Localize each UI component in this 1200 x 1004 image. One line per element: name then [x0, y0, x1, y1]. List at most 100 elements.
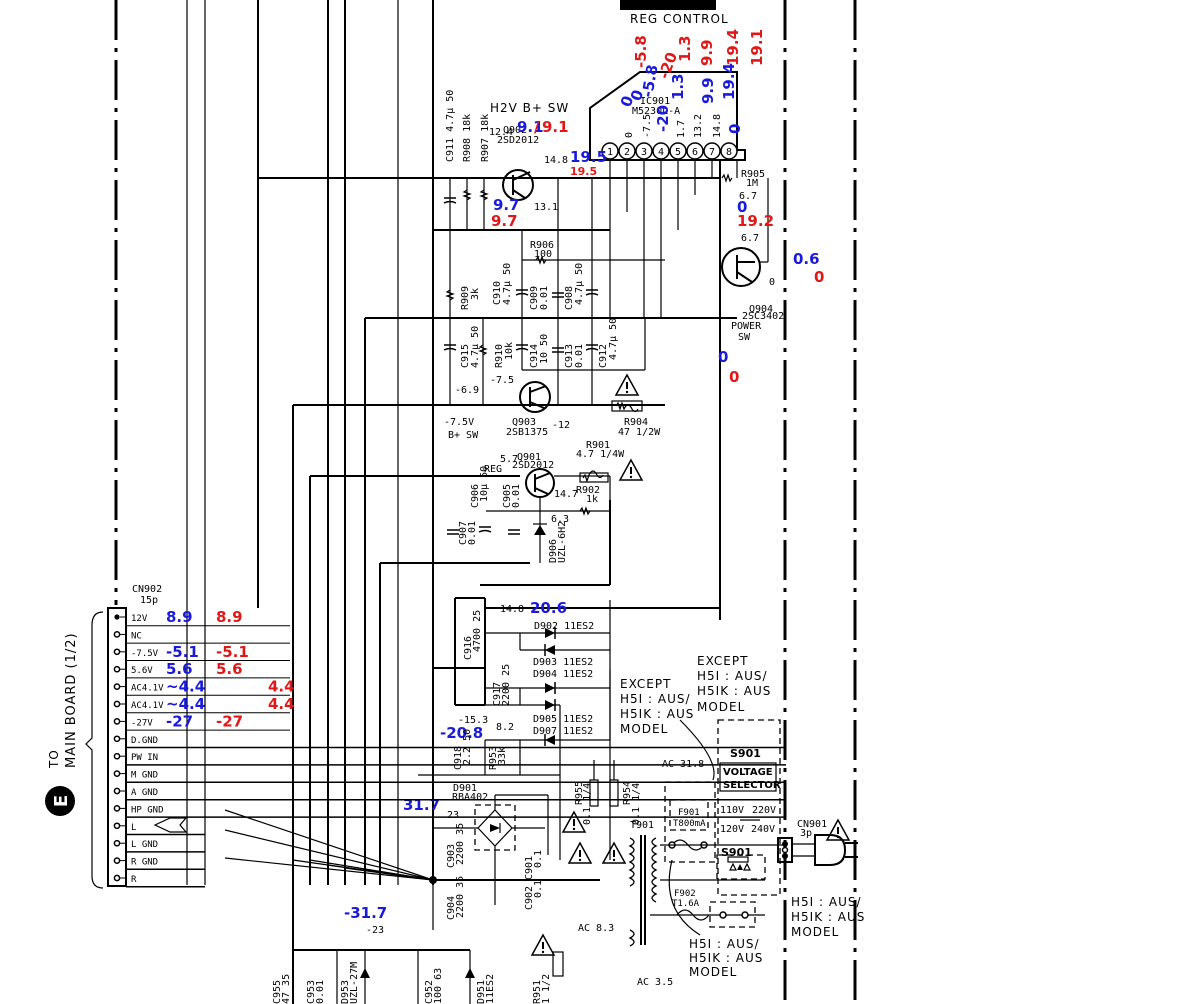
ic-blue-5: 9.9	[699, 77, 717, 104]
svg-text:C904: C904	[446, 896, 457, 920]
svg-text:T800mA: T800mA	[673, 819, 706, 829]
cn902-red-reading: 4.4	[268, 695, 295, 713]
svg-text:R951: R951	[532, 980, 543, 1004]
ic-blue-4: 1.3	[669, 73, 687, 100]
q902-ref: Q902	[503, 125, 527, 136]
cn902-pin-label: R	[131, 875, 137, 885]
ic-pin-number: 3	[641, 147, 647, 158]
svg-text:D904 11ES2: D904 11ES2	[533, 669, 593, 680]
cn902-pin-terminal	[113, 718, 121, 725]
board-badge-circle	[45, 786, 75, 816]
note-except-right: EXCEPT H5I : AUS/ H5IK : AUS MODEL	[697, 654, 771, 714]
cn902-pin-label: M GND	[131, 771, 158, 781]
cn902-pin-label: A GND	[131, 788, 158, 798]
q903-vc: -12	[552, 420, 570, 431]
q901-ref: Q901	[517, 452, 541, 463]
diode-symbol	[545, 627, 556, 639]
cn902-pin-terminal	[113, 683, 121, 690]
r908-label: R908 18k	[462, 114, 473, 162]
q903-ve: -7.5	[490, 375, 514, 386]
node-blue-m20-8: -20.8	[440, 724, 483, 742]
ic-pin5-voltage: 1.7	[676, 120, 687, 138]
ic-header-label: REG CONTROL	[630, 12, 729, 26]
cn902-pin-terminal	[113, 770, 121, 777]
q904-blue1: 0	[737, 198, 747, 216]
q902-blue: 9.1	[517, 118, 544, 136]
cn901: CN901 3p	[777, 819, 858, 866]
svg-text:11ES2: 11ES2	[485, 974, 496, 1004]
c914-label: C914	[529, 344, 540, 368]
diode-symbol	[545, 682, 556, 694]
cn902-blue-reading: -5.1	[166, 643, 199, 661]
svg-text:F902: F902	[674, 889, 696, 899]
q904-ref: Q904	[749, 304, 773, 315]
svg-text:0.1: 0.1	[533, 850, 544, 868]
cn902-pin-label: D.GND	[131, 736, 158, 746]
r906-label: R906	[530, 240, 554, 251]
cn902-pin-terminal	[113, 648, 121, 656]
svg-text:0.01: 0.01	[511, 484, 522, 508]
ic-red-0: -5.8	[632, 35, 650, 68]
svg-text:RBA402: RBA402	[452, 792, 488, 803]
svg-text:R904: R904	[624, 417, 648, 428]
ic-pin	[618, 142, 636, 160]
main-board-label: MAIN BOARD (1/2)	[64, 632, 79, 768]
q902-red-b: 9.7	[491, 212, 518, 230]
cn902-pin-label: HP GND	[131, 805, 164, 815]
note-model-bottom: H5I : AUS/ H5IK : AUS MODEL	[668, 859, 762, 979]
svg-text:4700 25: 4700 25	[472, 610, 483, 652]
ic-pin7-voltage: 14.8	[712, 114, 723, 138]
c912-value: 4.7μ 50	[608, 318, 619, 360]
cn902-row: NC	[113, 631, 290, 644]
q904-label1: POWER	[731, 321, 762, 332]
svg-text:T901: T901	[630, 820, 654, 831]
r901: R901 4.7 1/4W R902 1k	[576, 440, 625, 505]
svg-text:-15.3: -15.3	[458, 715, 488, 726]
svg-text:3p: 3p	[800, 828, 812, 839]
svg-text:0.1 1/4: 0.1 1/4	[631, 783, 642, 825]
c915-label: C915	[460, 344, 471, 368]
cn902-pin-terminal	[113, 805, 121, 812]
c910-label: C910	[492, 281, 503, 305]
svg-text:T1.6A: T1.6A	[672, 899, 700, 909]
q902-v-emitter: 13.1	[534, 202, 558, 213]
q902-block-parts	[449, 178, 665, 405]
cn902-row: -7.5V-5.1-5.1	[113, 643, 290, 661]
svg-text:C903: C903	[446, 844, 457, 868]
ic-pin	[601, 142, 619, 160]
svg-text:H5IK : AUS: H5IK : AUS	[697, 684, 771, 698]
ic-red-2: 1.3	[676, 35, 694, 62]
svg-text:0.1: 0.1	[533, 880, 544, 898]
svg-text:0.01: 0.01	[467, 521, 478, 545]
svg-text:EXCEPT: EXCEPT	[697, 654, 748, 668]
svg-text:D953: D953	[340, 980, 351, 1004]
svg-text:UZL-27M: UZL-27M	[349, 962, 360, 1004]
warning-icon	[530, 933, 556, 956]
ic-pin	[635, 142, 653, 160]
cn902-blue-reading: ~4.4	[166, 695, 205, 713]
svg-text:C916: C916	[463, 636, 474, 660]
to-label: TO	[47, 749, 61, 769]
svg-text:C901: C901	[524, 856, 535, 880]
cn902-pin-terminal	[114, 614, 120, 620]
svg-text:R953: R953	[488, 746, 499, 770]
q904-blue2: 0.6	[793, 250, 820, 268]
svg-text:MODEL: MODEL	[689, 965, 737, 979]
svg-text:C905: C905	[502, 484, 513, 508]
c911-label: C911 4.7μ 50	[445, 90, 456, 162]
svg-text:R954: R954	[622, 781, 633, 805]
capacitors	[443, 197, 599, 535]
svg-text:C952: C952	[424, 980, 435, 1004]
cn902-pin-terminal	[113, 700, 121, 708]
cn902-row: PW IN	[113, 752, 786, 766]
q902-blue-b: 9.7	[493, 196, 520, 214]
resistors	[445, 173, 733, 516]
cn902-red-reading: -27	[216, 712, 243, 730]
bottom-protection: C955 47 35 C953 0.01 D953 UZL-27M C952 1…	[272, 949, 564, 1004]
svg-text:D901: D901	[453, 783, 477, 794]
svg-text:D905 11ES2: D905 11ES2	[533, 714, 593, 725]
q904-blue3: 0	[718, 348, 728, 366]
